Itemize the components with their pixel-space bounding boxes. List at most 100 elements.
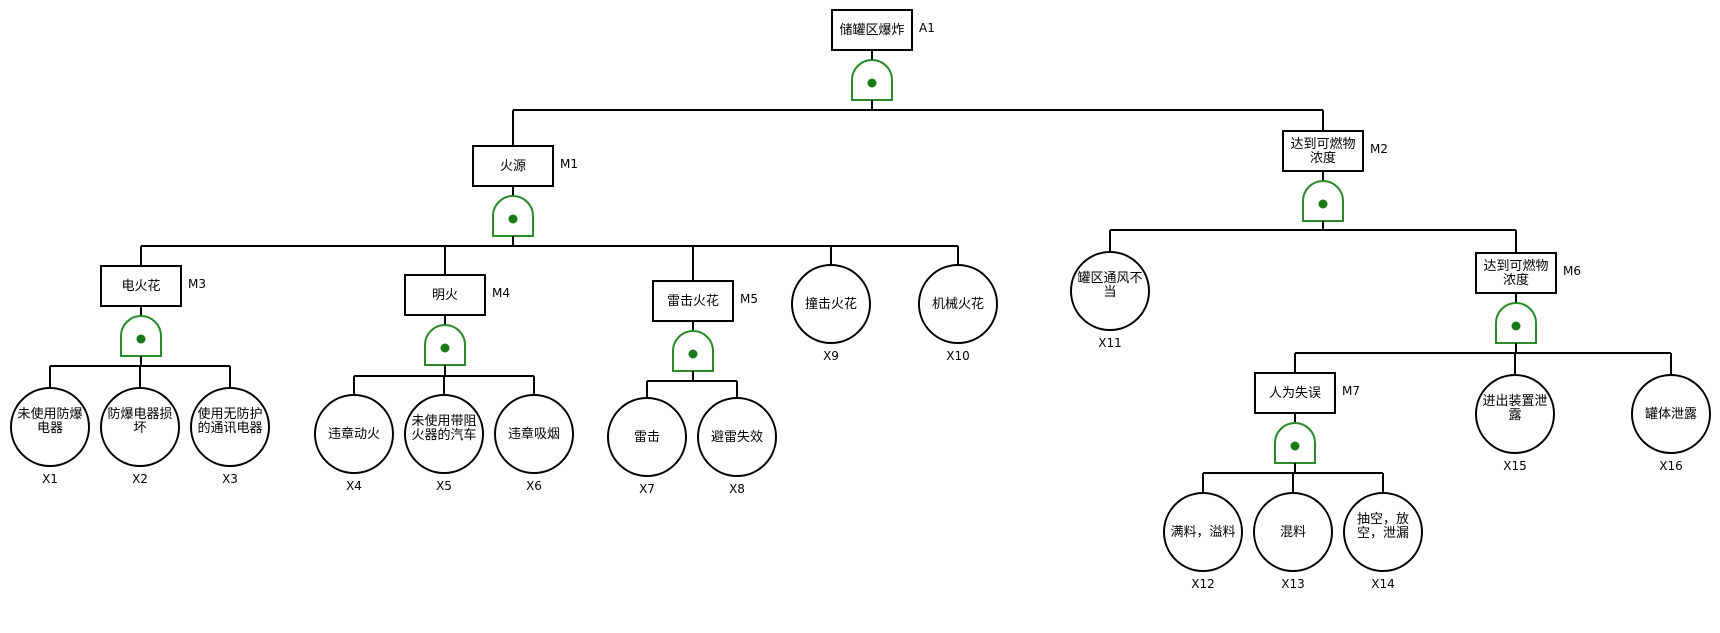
- and-gate-m5: [672, 321, 714, 381]
- basic-event-id-label: X1: [42, 472, 58, 486]
- basic-event-text: 罐区通风不: [1077, 271, 1142, 286]
- event-a1: 储罐区爆炸 A1: [831, 9, 935, 51]
- event-m1: 火源 M1: [472, 145, 578, 187]
- basic-event-text: 混料: [1280, 525, 1306, 540]
- basic-event-text: 抽空，放: [1357, 512, 1409, 527]
- event-m5: 雷击火花 M5: [652, 280, 758, 322]
- basic-event-text: 露: [1508, 408, 1521, 423]
- basic-event-circle: [918, 264, 998, 344]
- event-box: [1475, 252, 1557, 294]
- basic-event-id-label: X5: [436, 479, 452, 493]
- event-id-label: M7: [1342, 384, 1360, 398]
- event-box: [1254, 372, 1336, 414]
- basic-event-text: 违章吸烟: [508, 426, 560, 442]
- basic-event-x8: 避雷失效 X8: [697, 397, 777, 496]
- basic-event-id-label: X3: [222, 472, 238, 486]
- basic-event-x9: 撞击火花 X9: [791, 264, 871, 363]
- basic-event-text: 火器的汽车: [411, 427, 476, 443]
- basic-event-text: 电器: [37, 421, 63, 436]
- event-m7: 人为失误 M7: [1254, 372, 1360, 414]
- basic-event-circle: [697, 397, 777, 477]
- basic-event-text: 雷击: [634, 430, 660, 445]
- basic-event-x10: 机械火花 X10: [918, 264, 998, 363]
- basic-event-circle: [1343, 492, 1423, 572]
- event-text: 浓度: [1310, 150, 1336, 166]
- and-gate-m6: [1495, 293, 1537, 353]
- event-m3: 电火花 M3: [100, 265, 206, 307]
- and-gate-m3: [120, 306, 162, 366]
- event-box: [1282, 130, 1364, 172]
- event-id-label: M5: [740, 292, 758, 306]
- and-gate-m7: [1274, 413, 1316, 473]
- basic-event-circle: [10, 387, 90, 467]
- and-gate-m1: [492, 186, 534, 246]
- basic-event-circle: [494, 394, 574, 474]
- basic-event-id-label: X15: [1503, 459, 1527, 473]
- basic-event-x16: 罐体泄露 X16: [1631, 374, 1711, 473]
- and-gate-m2: [1302, 171, 1344, 230]
- basic-event-id-label: X9: [823, 349, 839, 363]
- event-box: [831, 9, 913, 51]
- and-gate-a1: [851, 50, 893, 110]
- basic-event-id-label: X16: [1659, 459, 1683, 473]
- basic-event-circle: [791, 264, 871, 344]
- basic-event-circle: [607, 397, 687, 477]
- basic-event-circle: [1631, 374, 1711, 454]
- basic-event-text: 避雷失效: [711, 430, 763, 445]
- basic-event-circle: [1253, 492, 1333, 572]
- event-box: [404, 274, 486, 316]
- basic-event-circle: [1163, 492, 1243, 572]
- basic-event-text: 的通讯电器: [197, 420, 262, 436]
- basic-event-text: 未使用带阻: [411, 413, 476, 429]
- event-box: [652, 280, 734, 322]
- basic-event-text: 撞击火花: [805, 296, 857, 312]
- basic-event-text: 罐体泄露: [1645, 407, 1697, 422]
- basic-event-text: 满料，溢料: [1170, 525, 1235, 540]
- basic-event-text: 坏: [133, 421, 146, 436]
- event-id-label: M1: [560, 157, 578, 171]
- event-box: [100, 265, 182, 307]
- basic-event-id-label: X2: [132, 472, 148, 486]
- event-id-label: M3: [188, 277, 206, 291]
- basic-event-circle: [190, 387, 270, 467]
- event-id-label: M2: [1370, 142, 1388, 156]
- event-id-label: M6: [1563, 264, 1581, 278]
- basic-event-text: 违章动火: [328, 426, 380, 442]
- basic-event-text: 使用无防护: [197, 406, 262, 422]
- event-text: 火源: [500, 159, 526, 174]
- event-text: 浓度: [1503, 272, 1529, 288]
- basic-event-x12: 满料，溢料 X12: [1163, 492, 1243, 591]
- event-text: 雷击火花: [667, 293, 719, 309]
- basic-event-circle: [314, 394, 394, 474]
- event-text: 达到可燃物: [1483, 258, 1548, 274]
- basic-event-text: 当: [1103, 285, 1116, 300]
- event-id-label: A1: [919, 21, 935, 35]
- event-text: 达到可燃物: [1290, 136, 1355, 152]
- basic-event-text: 未使用防爆: [17, 406, 82, 422]
- and-gate-m4: [424, 315, 466, 376]
- basic-event-x13: 混料 X13: [1253, 492, 1333, 591]
- event-id-label: M4: [492, 286, 510, 300]
- event-text: 人为失误: [1269, 386, 1321, 401]
- basic-event-id-label: X13: [1281, 577, 1305, 591]
- basic-event-text: 机械火花: [932, 296, 984, 312]
- event-m4: 明火 M4: [404, 274, 510, 316]
- event-text: 电火花: [121, 278, 160, 294]
- basic-event-text: 进出装置泄: [1482, 394, 1547, 409]
- event-text: 明火: [432, 288, 458, 303]
- basic-event-id-label: X11: [1098, 336, 1122, 350]
- basic-event-id-label: X12: [1191, 577, 1215, 591]
- basic-event-id-label: X8: [729, 482, 745, 496]
- basic-event-id-label: X6: [526, 479, 542, 493]
- event-box: [472, 145, 554, 187]
- basic-event-id-label: X10: [946, 349, 970, 363]
- event-text: 储罐区爆炸: [839, 23, 904, 38]
- basic-event-x6: 违章吸烟 X6: [494, 394, 574, 493]
